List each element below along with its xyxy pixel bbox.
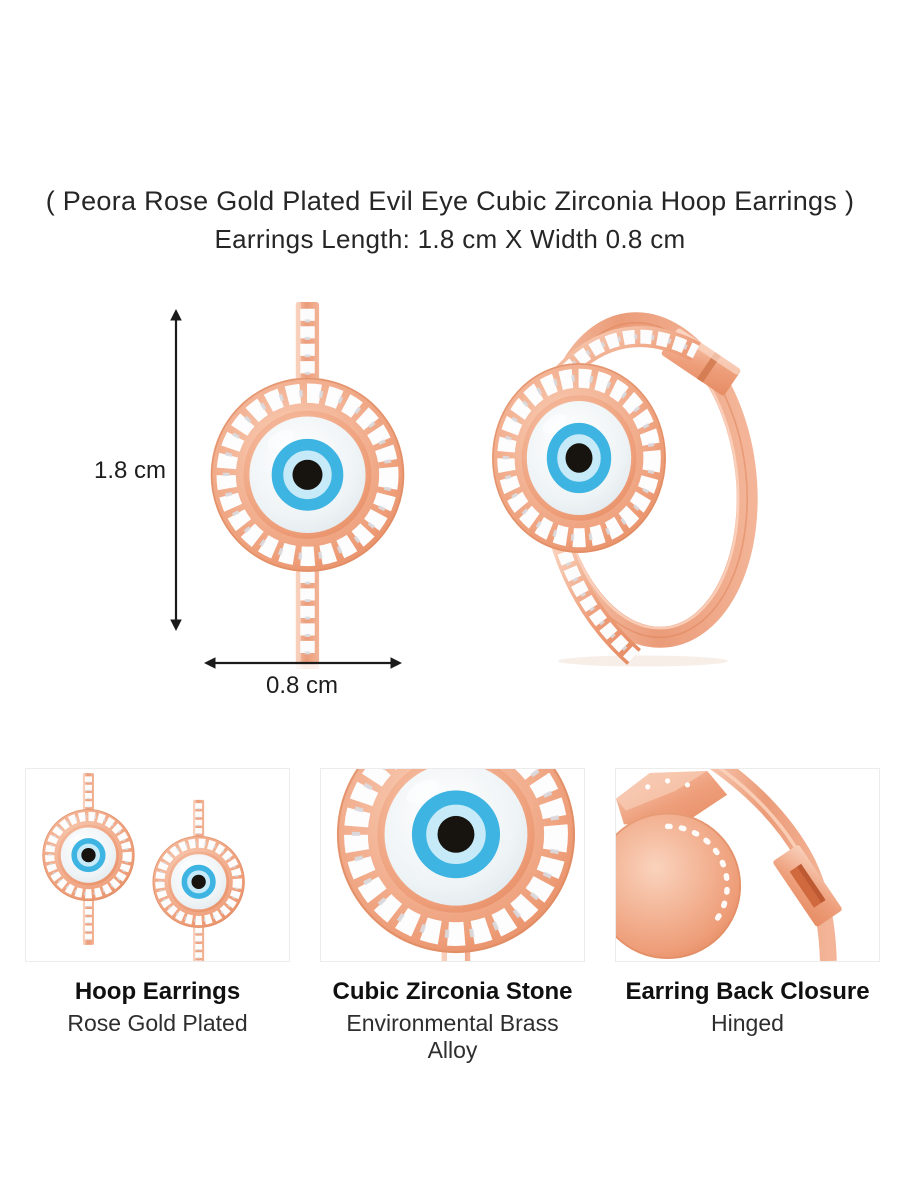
hinge-slot (773, 845, 842, 927)
feature-card-material: Hoop Earrings Rose Gold Plated (25, 768, 290, 1037)
product-dimensions: Earrings Length: 1.8 cm X Width 0.8 cm (214, 224, 686, 254)
feature-card-closure: Earring Back Closure Hinged (615, 768, 880, 1037)
product-title: ( Peora Rose Gold Plated Evil Eye Cubic … (45, 186, 855, 216)
feature-subtitle: Rose Gold Plated (67, 1010, 248, 1036)
feature-image-stone-closeup (320, 768, 585, 962)
length-dimension-arrow (170, 309, 182, 631)
front-earring-image (201, 300, 414, 669)
feature-image-earring-pair (25, 768, 290, 962)
feature-image-closure-closeup (615, 768, 880, 962)
feature-title: Cubic Zirconia Stone (332, 978, 573, 1005)
feature-card-stone: Cubic Zirconia Stone Environmental Brass… (320, 768, 585, 1064)
feature-title: Earring Back Closure (625, 978, 870, 1005)
feature-title: Hoop Earrings (74, 978, 241, 1005)
feature-subtitle: Hinged (711, 1010, 784, 1036)
width-label: 0.8 cm (265, 672, 339, 699)
width-dimension-arrow (204, 657, 402, 669)
feature-subtitle: Environmental Brass Alloy (346, 1010, 559, 1063)
length-label: 1.8 cm (93, 457, 166, 484)
side-earring-image (458, 312, 758, 667)
